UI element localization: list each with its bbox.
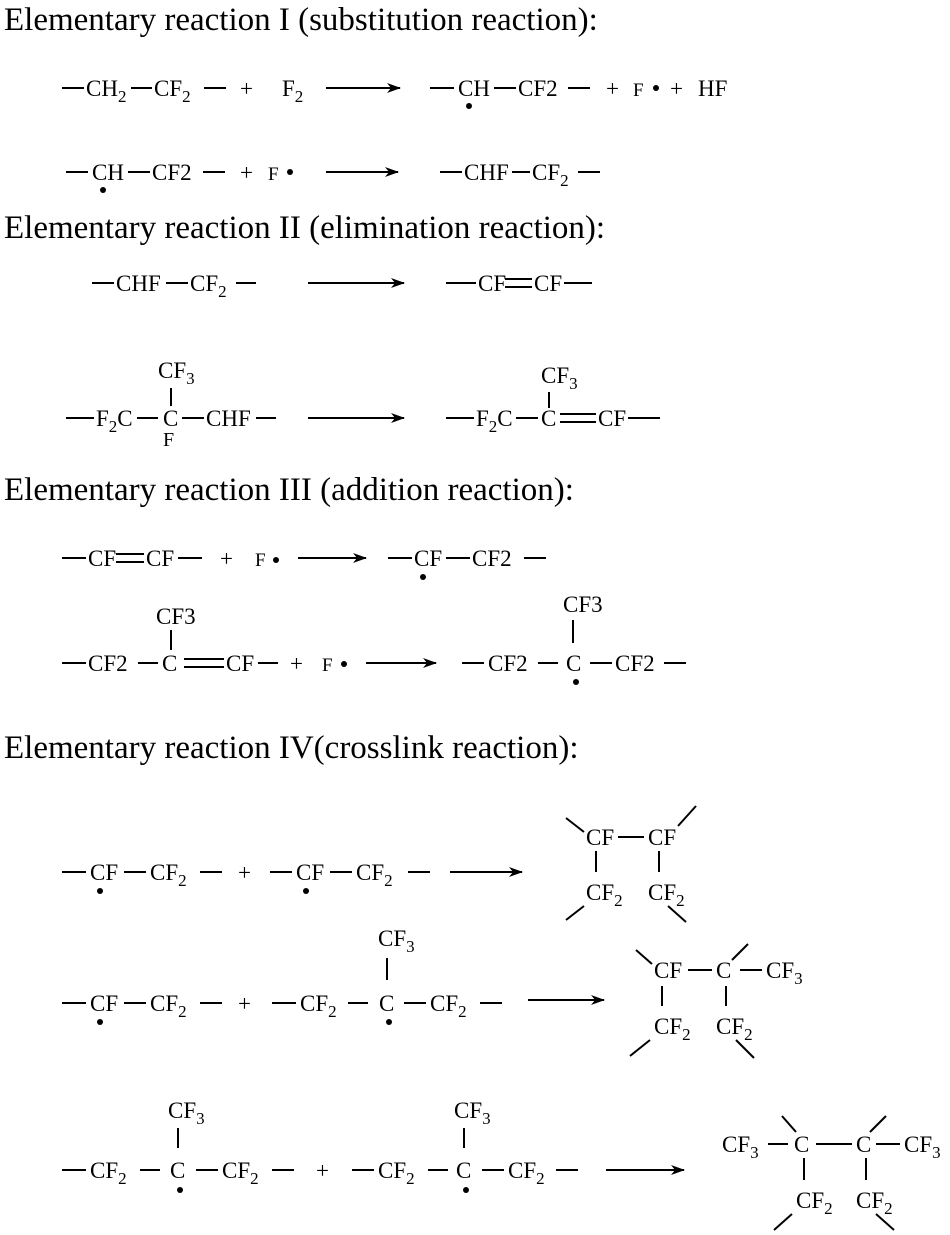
svg-text:CF2: CF2	[518, 76, 558, 101]
svg-text:C: C	[566, 651, 581, 676]
reaction-3-1: CF CF + F CF CF2	[62, 546, 546, 580]
svg-text:CF2: CF2	[716, 1014, 753, 1044]
svg-text:CF2: CF2	[356, 860, 393, 890]
svg-text:CF2: CF2	[190, 271, 227, 301]
svg-text:C: C	[170, 1158, 185, 1183]
svg-text:C: C	[794, 1132, 809, 1157]
svg-text:+: +	[220, 546, 233, 571]
svg-text:C: C	[379, 991, 394, 1016]
svg-text:CF2: CF2	[152, 160, 192, 185]
svg-text:CF2: CF2	[378, 1158, 415, 1188]
svg-text:CF: CF	[534, 271, 562, 296]
svg-text:+: +	[606, 76, 619, 101]
svg-text:CF3: CF3	[156, 604, 196, 629]
svg-text:CF2: CF2	[856, 1188, 893, 1218]
svg-text:CF2: CF2	[88, 651, 128, 676]
svg-text:CF: CF	[226, 651, 254, 676]
reaction-4-1: CF CF2 + CF CF2 CF CF CF2 CF2	[62, 805, 697, 923]
svg-text:CF2: CF2	[150, 860, 187, 890]
svg-text:CF3: CF3	[904, 1132, 941, 1162]
svg-text:CF2: CF2	[154, 76, 191, 106]
reaction-3-2: CF3 CF2 C CF + F CF3 CF2 C CF2	[62, 592, 686, 685]
svg-text:CF3: CF3	[454, 1098, 491, 1128]
svg-text:CF3: CF3	[158, 358, 195, 388]
svg-text:CH: CH	[92, 160, 124, 185]
svg-text:CF2: CF2	[654, 1014, 691, 1044]
svg-text:F2C: F2C	[96, 406, 133, 436]
svg-text:CHF: CHF	[464, 160, 509, 185]
svg-text:CF2: CF2	[488, 651, 528, 676]
svg-text:CF3: CF3	[563, 592, 603, 617]
svg-text:CF: CF	[296, 860, 324, 885]
svg-text:CF2: CF2	[222, 1158, 259, 1188]
svg-text:CF: CF	[654, 958, 682, 983]
svg-text:C: C	[856, 1132, 871, 1157]
section-1-header: Elementary reaction I (substitution reac…	[4, 2, 598, 38]
svg-text:CF3: CF3	[168, 1098, 205, 1128]
svg-text:CF3: CF3	[766, 958, 803, 988]
section-3-header: Elementary reaction III (addition reacti…	[4, 472, 574, 508]
svg-text:CF3: CF3	[541, 363, 578, 393]
svg-text:CF: CF	[90, 991, 118, 1016]
svg-text:+: +	[238, 860, 251, 885]
svg-text:CF: CF	[598, 406, 626, 431]
svg-text:CF2: CF2	[90, 1158, 127, 1188]
svg-text:CF: CF	[586, 825, 614, 850]
svg-text:+: +	[670, 76, 683, 101]
section-2-header: Elementary reaction II (elimination reac…	[4, 210, 605, 246]
svg-text:CF: CF	[648, 825, 676, 850]
svg-text:CHF: CHF	[116, 271, 161, 296]
svg-text:F: F	[255, 550, 266, 571]
svg-text:CF2: CF2	[300, 991, 337, 1021]
svg-text:CF2: CF2	[586, 880, 623, 910]
svg-text:+: +	[240, 76, 253, 101]
svg-text:CF: CF	[414, 546, 442, 571]
svg-text:F: F	[163, 429, 174, 451]
svg-text:CF2: CF2	[472, 546, 512, 571]
svg-text:CF3: CF3	[378, 926, 415, 956]
svg-text:CF3: CF3	[722, 1132, 759, 1162]
svg-text:CF: CF	[478, 271, 506, 296]
svg-text:+: +	[238, 991, 251, 1016]
svg-text:CF2: CF2	[532, 160, 569, 190]
svg-text:+: +	[316, 1158, 329, 1183]
svg-text:C: C	[716, 958, 731, 983]
svg-text:F: F	[633, 80, 644, 101]
reaction-2-2: CF3 F2C C F CHF CF3 F2C C CF	[66, 358, 660, 451]
reaction-4-2: CF CF2 + CF2 CF3 C CF2 CF C CF3 CF2 CF2	[62, 926, 803, 1059]
svg-text:CF2: CF2	[430, 991, 467, 1021]
svg-text:HF: HF	[698, 76, 727, 101]
svg-text:CH: CH	[458, 76, 490, 101]
svg-text:F: F	[268, 164, 279, 185]
svg-text:CF2: CF2	[150, 991, 187, 1021]
svg-text:CF: CF	[146, 546, 174, 571]
svg-text:CF2: CF2	[648, 880, 685, 910]
section-4-header: Elementary reaction IV(crosslink reactio…	[4, 730, 579, 766]
svg-text:C: C	[162, 651, 177, 676]
svg-text:+: +	[240, 160, 253, 185]
reaction-4-3: CF2 CF3 C CF2 + CF2 CF3 C CF2 CF3 C C CF…	[62, 1098, 941, 1231]
svg-text:+: +	[290, 651, 303, 676]
svg-text:CF: CF	[90, 860, 118, 885]
svg-text:CF2: CF2	[508, 1158, 545, 1188]
svg-text:C: C	[456, 1158, 471, 1183]
svg-text:CHF: CHF	[206, 406, 251, 431]
svg-text:F2C: F2C	[476, 406, 513, 436]
svg-text:CF: CF	[88, 546, 116, 571]
reaction-2-1: CHF CF2 CF CF	[92, 271, 592, 301]
svg-text:CH2: CH2	[86, 76, 126, 106]
reaction-1-2: CH CF2 + F CHF CF2	[66, 160, 600, 193]
reaction-1-1: CH2 CF2 + F2 CH CF2 + F + HF	[62, 76, 727, 109]
svg-text:CF2: CF2	[615, 651, 655, 676]
svg-text:F2: F2	[282, 76, 303, 106]
svg-text:C: C	[541, 406, 556, 431]
svg-text:F: F	[322, 655, 333, 676]
svg-text:C: C	[163, 406, 178, 431]
svg-text:CF2: CF2	[796, 1188, 833, 1218]
